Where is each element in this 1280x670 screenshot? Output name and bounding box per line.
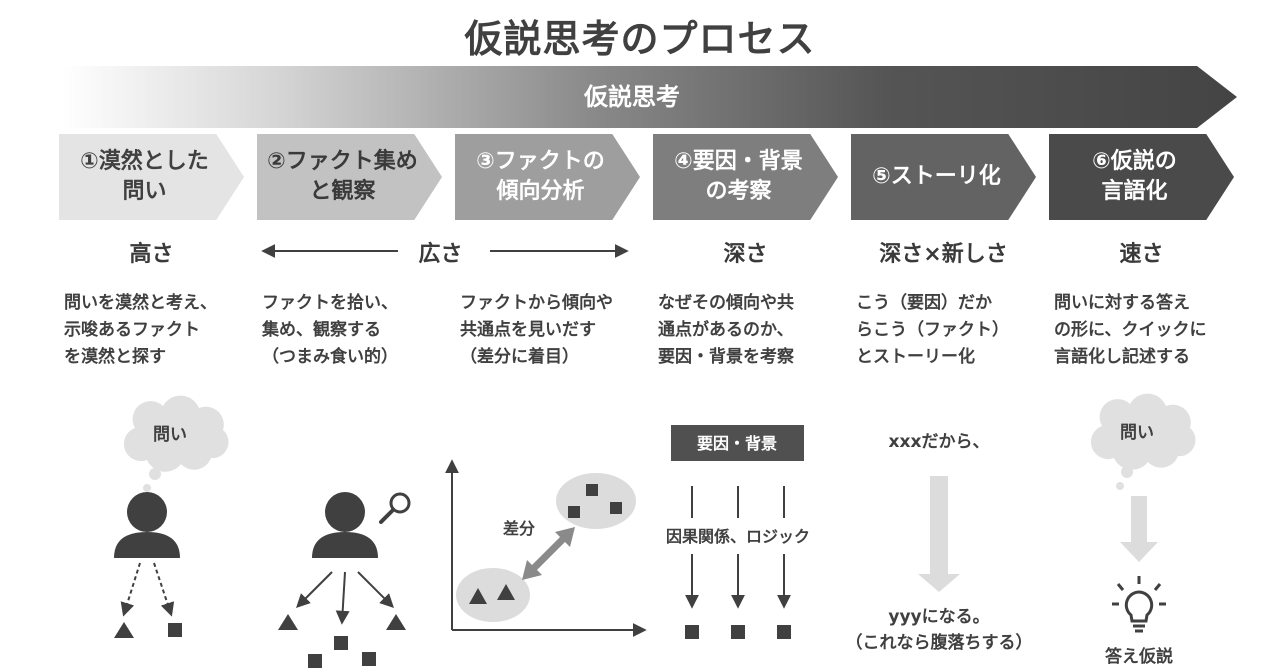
step-1-vague-question: ①漠然とした 問い xyxy=(59,134,244,220)
quality-depth-novelty: 深さ×新しさ xyxy=(879,242,1008,267)
square-shape xyxy=(334,636,348,650)
bubble-6-text: 問い xyxy=(1120,423,1154,443)
description-step-6: 問いに対する答え の形に、クイックに 言語化し記述する xyxy=(1054,293,1207,367)
page-title: 仮説思考のプロセス xyxy=(464,17,816,61)
quality-depth: 深さ xyxy=(723,242,768,267)
axes xyxy=(445,459,647,637)
lightbulb-icon xyxy=(1112,576,1166,633)
step-1-label: ①漠然とした 問い xyxy=(80,149,209,204)
step-3-trend-analysis: ③ファクトの 傾向分析 xyxy=(455,134,640,220)
process-banner-arrow: 仮説思考 xyxy=(62,66,1237,128)
gathering-arrows xyxy=(296,571,394,625)
square-shape xyxy=(362,652,376,666)
person-icon xyxy=(312,492,378,558)
triangle-shape xyxy=(114,622,134,638)
answer-down-arrow xyxy=(1120,496,1158,562)
square-shape xyxy=(777,625,791,639)
cluster-lower xyxy=(456,568,530,622)
step-5-label: ⑤ストーリ化 xyxy=(872,164,1001,189)
banner-label: 仮説思考 xyxy=(584,83,680,111)
square-shape xyxy=(610,502,622,514)
step-2-fact-gathering: ②ファクト集め と観察 xyxy=(257,134,442,220)
story-bottom-text-2: （これなら腹落ちする） xyxy=(846,632,1033,653)
causal-label: 因果関係、ロジック xyxy=(666,527,810,546)
triangle-shape xyxy=(469,588,487,604)
person-icon xyxy=(114,492,180,558)
step-6-verbalize-hypothesis: ⑥仮説の 言語化 xyxy=(1049,134,1234,220)
description-step-2: ファクトを拾い、 集め、観察する （つまみ食い的） xyxy=(262,293,398,367)
square-shape xyxy=(685,625,699,639)
step-4-label: ④要因・背景 の考察 xyxy=(674,149,803,204)
step-3-label: ③ファクトの 傾向分析 xyxy=(476,149,605,204)
difference-arrow xyxy=(522,527,575,580)
dotted-arrows xyxy=(120,562,175,617)
story-down-arrow xyxy=(918,476,960,592)
step-5-storytelling: ⑤ストーリ化 xyxy=(851,134,1036,220)
description-step-3: ファクトから傾向や 共通点を見いだす （差分に着目） xyxy=(460,293,613,367)
cluster-upper xyxy=(556,473,636,529)
square-shape xyxy=(731,625,745,639)
square-shape xyxy=(308,654,322,668)
thought-bubble-icon xyxy=(123,395,229,492)
thought-bubble-icon xyxy=(1090,393,1196,490)
triangle-shape xyxy=(278,614,298,630)
story-top-text: xxxだから、 xyxy=(889,432,990,452)
quality-breadth: 広さ xyxy=(418,242,463,267)
step-4-factor-analysis: ④要因・背景 の考察 xyxy=(653,134,838,220)
description-step-1: 問いを漠然と考え、 示唆あるファクト を漠然と探す xyxy=(64,293,217,367)
causal-lines xyxy=(685,486,791,609)
description-step-4: なぜその傾向や共 通点があるのか、 要因・背景を考察 xyxy=(658,293,794,367)
step-6-label: ⑥仮説の 言語化 xyxy=(1092,149,1177,204)
square-shape xyxy=(568,506,580,518)
story-bottom-text-1: yyyになる。 xyxy=(888,607,989,627)
magnifier-icon xyxy=(379,492,411,524)
bubble-1-text: 問い xyxy=(153,425,187,445)
answer-hypothesis-label: 答え仮説 xyxy=(1105,646,1173,667)
quality-speed: 速さ xyxy=(1119,242,1164,267)
description-step-5: こう（要因）だか らこう（ファクト） とストーリー化 xyxy=(856,293,1009,367)
square-shape xyxy=(168,623,182,637)
triangle-shape xyxy=(497,584,515,600)
difference-label: 差分 xyxy=(503,519,535,538)
square-shape xyxy=(586,484,598,496)
triangle-shape xyxy=(386,614,406,630)
factor-box xyxy=(671,425,804,461)
quality-height: 高さ xyxy=(129,242,174,267)
factor-box-label: 要因・背景 xyxy=(697,434,777,453)
step-2-label: ②ファクト集め と観察 xyxy=(267,149,418,204)
